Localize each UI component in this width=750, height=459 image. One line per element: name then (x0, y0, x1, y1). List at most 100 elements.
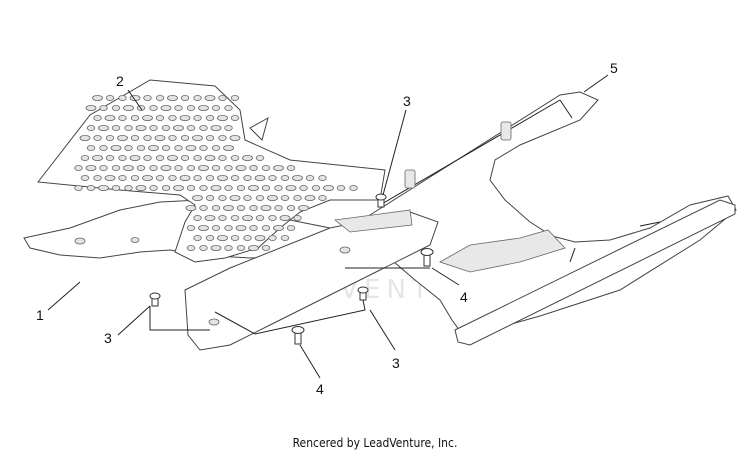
perforation-hole (155, 95, 165, 102)
perforation-hole (218, 154, 227, 161)
perforation-hole (235, 164, 247, 171)
perforation-hole (242, 214, 253, 221)
perforation-hole (104, 174, 116, 181)
perforation-hole (298, 204, 309, 211)
perforation-hole (167, 154, 178, 161)
perforation-hole (92, 154, 103, 161)
perforation-hole (86, 184, 96, 191)
perforation-hole (286, 164, 296, 171)
perforation-hole (192, 134, 203, 141)
perforation-hole (118, 115, 127, 122)
perforation-hole (105, 134, 115, 141)
perforation-hole (118, 95, 127, 102)
perforation-hole (224, 184, 233, 191)
perforation-hole (111, 125, 121, 132)
leader-lines (47, 74, 609, 379)
perforation-hole (193, 154, 202, 161)
perforation-hole (130, 174, 140, 181)
perforation-hole (193, 214, 202, 221)
perforation-hole (217, 115, 228, 122)
perforation-hole (218, 194, 227, 201)
perforation-hole (130, 115, 140, 122)
perforation-hole (249, 204, 258, 211)
perforation-hole (118, 154, 127, 161)
perforation-hole (205, 115, 215, 122)
perforation-hole (199, 204, 208, 211)
perforation-hole (193, 174, 202, 181)
callout-3-left: 3 (104, 330, 112, 346)
perforation-hole (142, 115, 153, 122)
perforation-hole (304, 194, 316, 201)
perforation-hole (323, 184, 334, 191)
perforation-hole (285, 184, 297, 191)
perforation-hole (99, 105, 108, 112)
perforation-hole (274, 184, 283, 191)
perforation-hole (123, 164, 134, 171)
perforation-hole (80, 154, 90, 161)
perforation-hole (160, 105, 172, 112)
perforation-hole (318, 194, 327, 201)
perforation-hole (199, 244, 208, 251)
perforation-hole (192, 194, 203, 201)
perforation-hole (235, 224, 247, 231)
perforation-hole (242, 154, 253, 161)
perforation-hole (267, 194, 278, 201)
perforation-hole (243, 174, 252, 181)
perforation-hole (336, 184, 346, 191)
perforation-hole (230, 234, 240, 241)
perforation-hole (143, 134, 152, 141)
perforation-hole (273, 224, 284, 231)
perforation-hole (318, 174, 327, 181)
callout-5: 5 (610, 60, 618, 76)
perforation-hole (167, 95, 178, 102)
mat-perforations (74, 95, 358, 251)
perforation-hole (280, 194, 290, 201)
perforation-hole (293, 194, 302, 201)
render-credit: Rencered by LeadVenture, Inc. (292, 436, 458, 450)
perforation-hole (79, 134, 91, 141)
perforation-hole (98, 125, 109, 132)
perforation-hole (274, 204, 283, 211)
perforation-hole (149, 105, 158, 112)
perforation-hole (268, 214, 277, 221)
screw-icon (149, 292, 161, 307)
perforation-hole (229, 134, 241, 141)
perforation-hole (130, 134, 140, 141)
callout-3-upper: 3 (403, 93, 411, 109)
perforation-hole (210, 125, 222, 132)
perforation-hole (230, 154, 240, 161)
perforation-hole (230, 95, 240, 102)
perforation-hole (248, 184, 259, 191)
perforation-hole (155, 174, 165, 181)
perforation-hole (179, 174, 191, 181)
perforation-hole (261, 224, 271, 231)
perforation-hole (292, 174, 303, 181)
perforation-hole (204, 95, 216, 102)
perforation-hole (223, 204, 234, 211)
perforation-hole (243, 194, 252, 201)
perforation-hole (179, 115, 191, 122)
perforation-hole (223, 144, 234, 151)
perforation-hole (349, 184, 358, 191)
perforation-hole (143, 154, 152, 161)
perforation-hole (93, 134, 102, 141)
perforation-hole (236, 184, 246, 191)
perforation-hole (92, 95, 103, 102)
perforation-hole (205, 174, 215, 181)
perforation-hole (136, 164, 146, 171)
perforation-hole (311, 184, 321, 191)
perforation-hole (211, 224, 221, 231)
perforation-hole (135, 125, 147, 132)
perforation-hole (224, 125, 233, 132)
perforation-hole (143, 95, 152, 102)
perforation-hole (80, 174, 90, 181)
perforation-hole (98, 184, 109, 191)
perforation-hole (255, 194, 265, 201)
perforation-hole (180, 134, 190, 141)
perforation-hole (186, 244, 196, 251)
perforation-hole (217, 174, 228, 181)
perforation-hole (186, 164, 196, 171)
perforation-hole (193, 95, 202, 102)
perforation-hole (168, 115, 177, 122)
perforation-hole (85, 164, 97, 171)
